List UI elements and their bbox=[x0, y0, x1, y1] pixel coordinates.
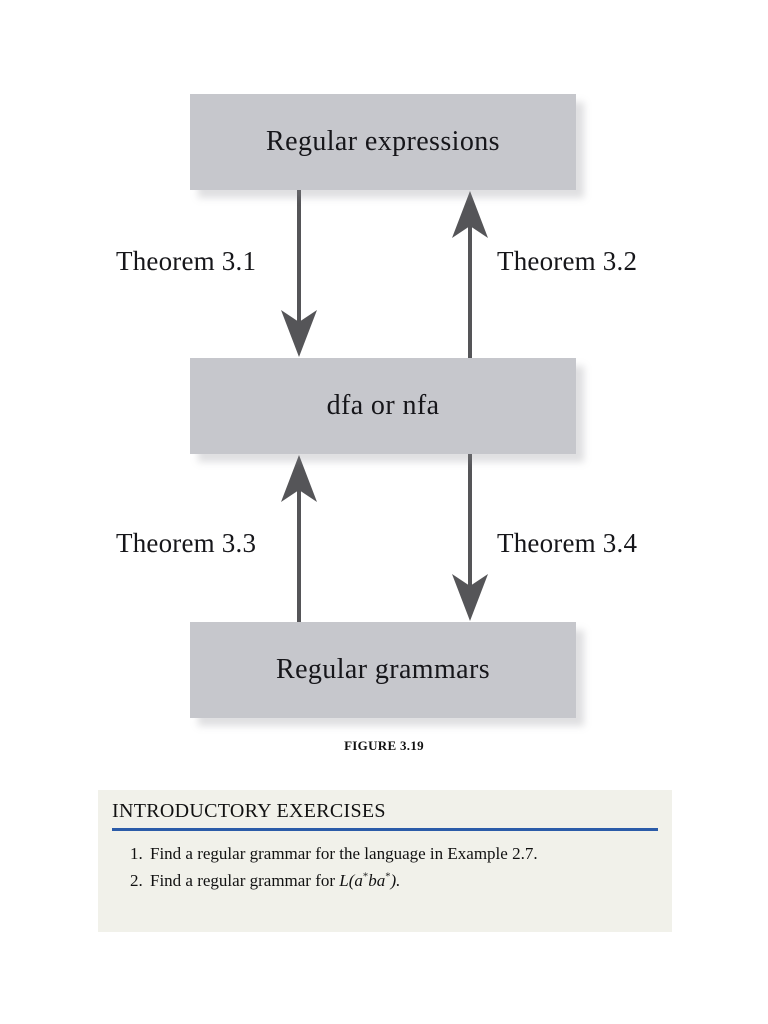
exercise-text-prefix: Find a regular grammar for bbox=[150, 870, 340, 890]
figure-caption: FIGURE 3.19 bbox=[344, 738, 424, 753]
edge-label-theorem-3-2: Theorem 3.2 bbox=[497, 246, 638, 276]
exercise-text: Find a regular grammar for the language … bbox=[150, 844, 538, 863]
arrow-theorem-3-3 bbox=[281, 455, 317, 622]
arrow-theorem-3-2 bbox=[452, 191, 488, 358]
node-label-regular-grammars: Regular grammars bbox=[276, 654, 490, 685]
math-kleene-star: * bbox=[385, 871, 391, 883]
edge-label-theorem-3-3: Theorem 3.3 bbox=[116, 528, 257, 558]
edge-label-theorem-3-4: Theorem 3.4 bbox=[497, 528, 638, 558]
figure-diagram: Regular expressions dfa or nfa Regular g… bbox=[116, 94, 638, 718]
arrow-theorem-3-1 bbox=[281, 190, 317, 357]
exercises-heading: INTRODUCTORY EXERCISES bbox=[112, 800, 386, 822]
node-label-dfa-or-nfa: dfa or nfa bbox=[326, 390, 440, 421]
node-regular-expressions: Regular expressions bbox=[190, 94, 576, 190]
math-kleene-star: * bbox=[362, 871, 369, 883]
exercises-divider bbox=[112, 828, 658, 831]
math-symbol-ba: ba bbox=[368, 870, 386, 890]
exercises-list: 1. Find a regular grammar for the languag… bbox=[112, 841, 658, 895]
math-expression-open: L( bbox=[339, 870, 355, 890]
node-label-regular-expressions: Regular expressions bbox=[266, 126, 500, 157]
list-item: 2.Find a regular grammar for L(a*ba*). bbox=[112, 868, 658, 895]
node-dfa-or-nfa: dfa or nfa bbox=[190, 358, 576, 454]
exercise-number: 2. bbox=[130, 870, 143, 890]
exercise-number: 1. bbox=[130, 844, 143, 863]
node-regular-grammars: Regular grammars bbox=[190, 622, 576, 718]
math-symbol-a: a bbox=[354, 870, 363, 890]
introductory-exercises-panel: INTRODUCTORY EXERCISES 1. Find a regular … bbox=[98, 790, 672, 932]
arrow-theorem-3-4 bbox=[452, 454, 488, 621]
math-expression-close: ). bbox=[390, 870, 401, 890]
list-item: 1. Find a regular grammar for the languag… bbox=[112, 841, 658, 868]
edge-label-theorem-3-1: Theorem 3.1 bbox=[116, 246, 257, 276]
